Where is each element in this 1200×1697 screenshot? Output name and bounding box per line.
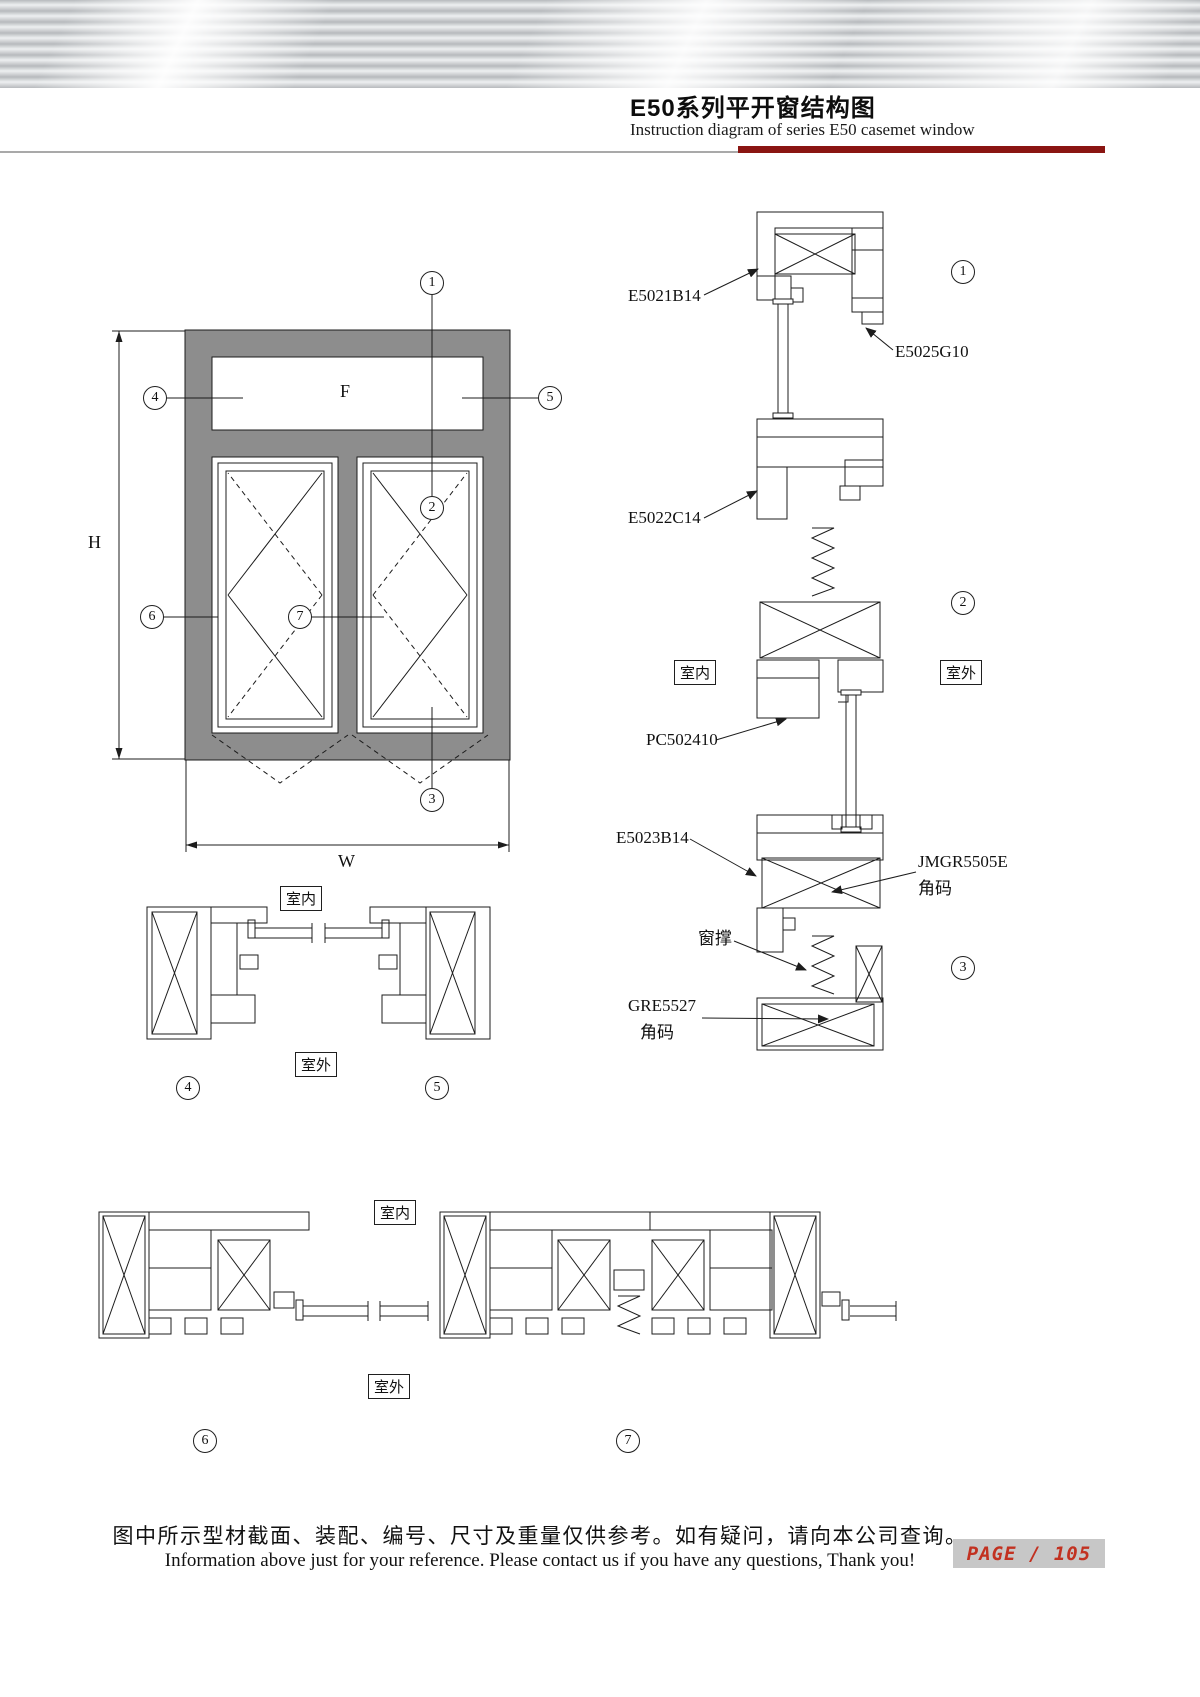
part-label-pc502410: PC502410 — [646, 730, 718, 749]
indoor-label-jamb-section: 室内 — [280, 886, 323, 911]
outdoor-label-bottom-section: 室外 — [368, 1374, 411, 1399]
horizontal-jamb-sections — [146, 906, 491, 1040]
callout-7-section: 7 — [616, 1429, 640, 1453]
outdoor-label-vertical-section: 室外 — [940, 660, 983, 685]
part-label-e5025g10: E5025G10 — [895, 342, 969, 361]
transom-dimension-label: F — [340, 381, 351, 401]
part-label-e5021b14: E5021B14 — [628, 286, 701, 305]
page-number-badge: PAGE / 105 — [953, 1539, 1105, 1568]
header-stripe-banner — [0, 0, 1200, 88]
callout-3-section: 3 — [951, 956, 975, 980]
part-label-e5023b14: E5023B14 — [616, 828, 689, 847]
indoor-label-bottom-section: 室内 — [374, 1200, 417, 1225]
part-label-jmgr-corner-brace: 角码 — [918, 879, 952, 898]
callout-2-section: 2 — [951, 591, 975, 615]
callout-2-elevation: 2 — [420, 496, 444, 520]
callout-5-section: 5 — [425, 1076, 449, 1100]
dimension-lines — [112, 330, 510, 852]
elevation-leader-lines — [164, 295, 538, 788]
callout-1-elevation: 1 — [420, 271, 444, 295]
header-divider-accent — [738, 146, 1105, 153]
header-divider-line — [0, 151, 1105, 153]
part-label-gre5527: GRE5527 — [628, 996, 696, 1015]
outdoor-label-jamb-section: 室外 — [295, 1052, 338, 1077]
part-label-jmgr5505e: JMGR5505E — [918, 852, 1008, 871]
width-dimension-label: W — [338, 851, 355, 871]
footer-note-en: Information above just for your referenc… — [164, 1550, 916, 1571]
elevation-view — [184, 329, 511, 784]
part-label-e5022c14: E5022C14 — [628, 508, 701, 527]
callout-6-section: 6 — [193, 1429, 217, 1453]
page-subtitle: Instruction diagram of series E50 caseme… — [630, 120, 975, 139]
callout-4-elevation: 4 — [143, 386, 167, 410]
vertical-section-details — [756, 211, 884, 1051]
part-label-leaders — [689, 268, 917, 1024]
callout-1-section: 1 — [951, 260, 975, 284]
callout-3-elevation: 3 — [420, 788, 444, 812]
part-label-gre-corner-brace: 角码 — [640, 1023, 674, 1042]
callout-4-section: 4 — [176, 1076, 200, 1100]
height-dimension-label: H — [88, 532, 101, 552]
callout-5-elevation: 5 — [538, 386, 562, 410]
horizontal-bottom-sections — [98, 1211, 897, 1339]
indoor-label-vertical-section: 室内 — [674, 660, 717, 685]
callout-6-elevation: 6 — [140, 605, 164, 629]
part-label-window-stay: 窗撑 — [698, 929, 732, 948]
callout-7-elevation: 7 — [288, 605, 312, 629]
footer-note-cn: 图中所示型材截面、装配、编号、尺寸及重量仅供参考。如有疑问，请向本公司查询。 — [112, 1524, 968, 1548]
page-title: E50系列平开窗结构图 — [630, 95, 876, 122]
